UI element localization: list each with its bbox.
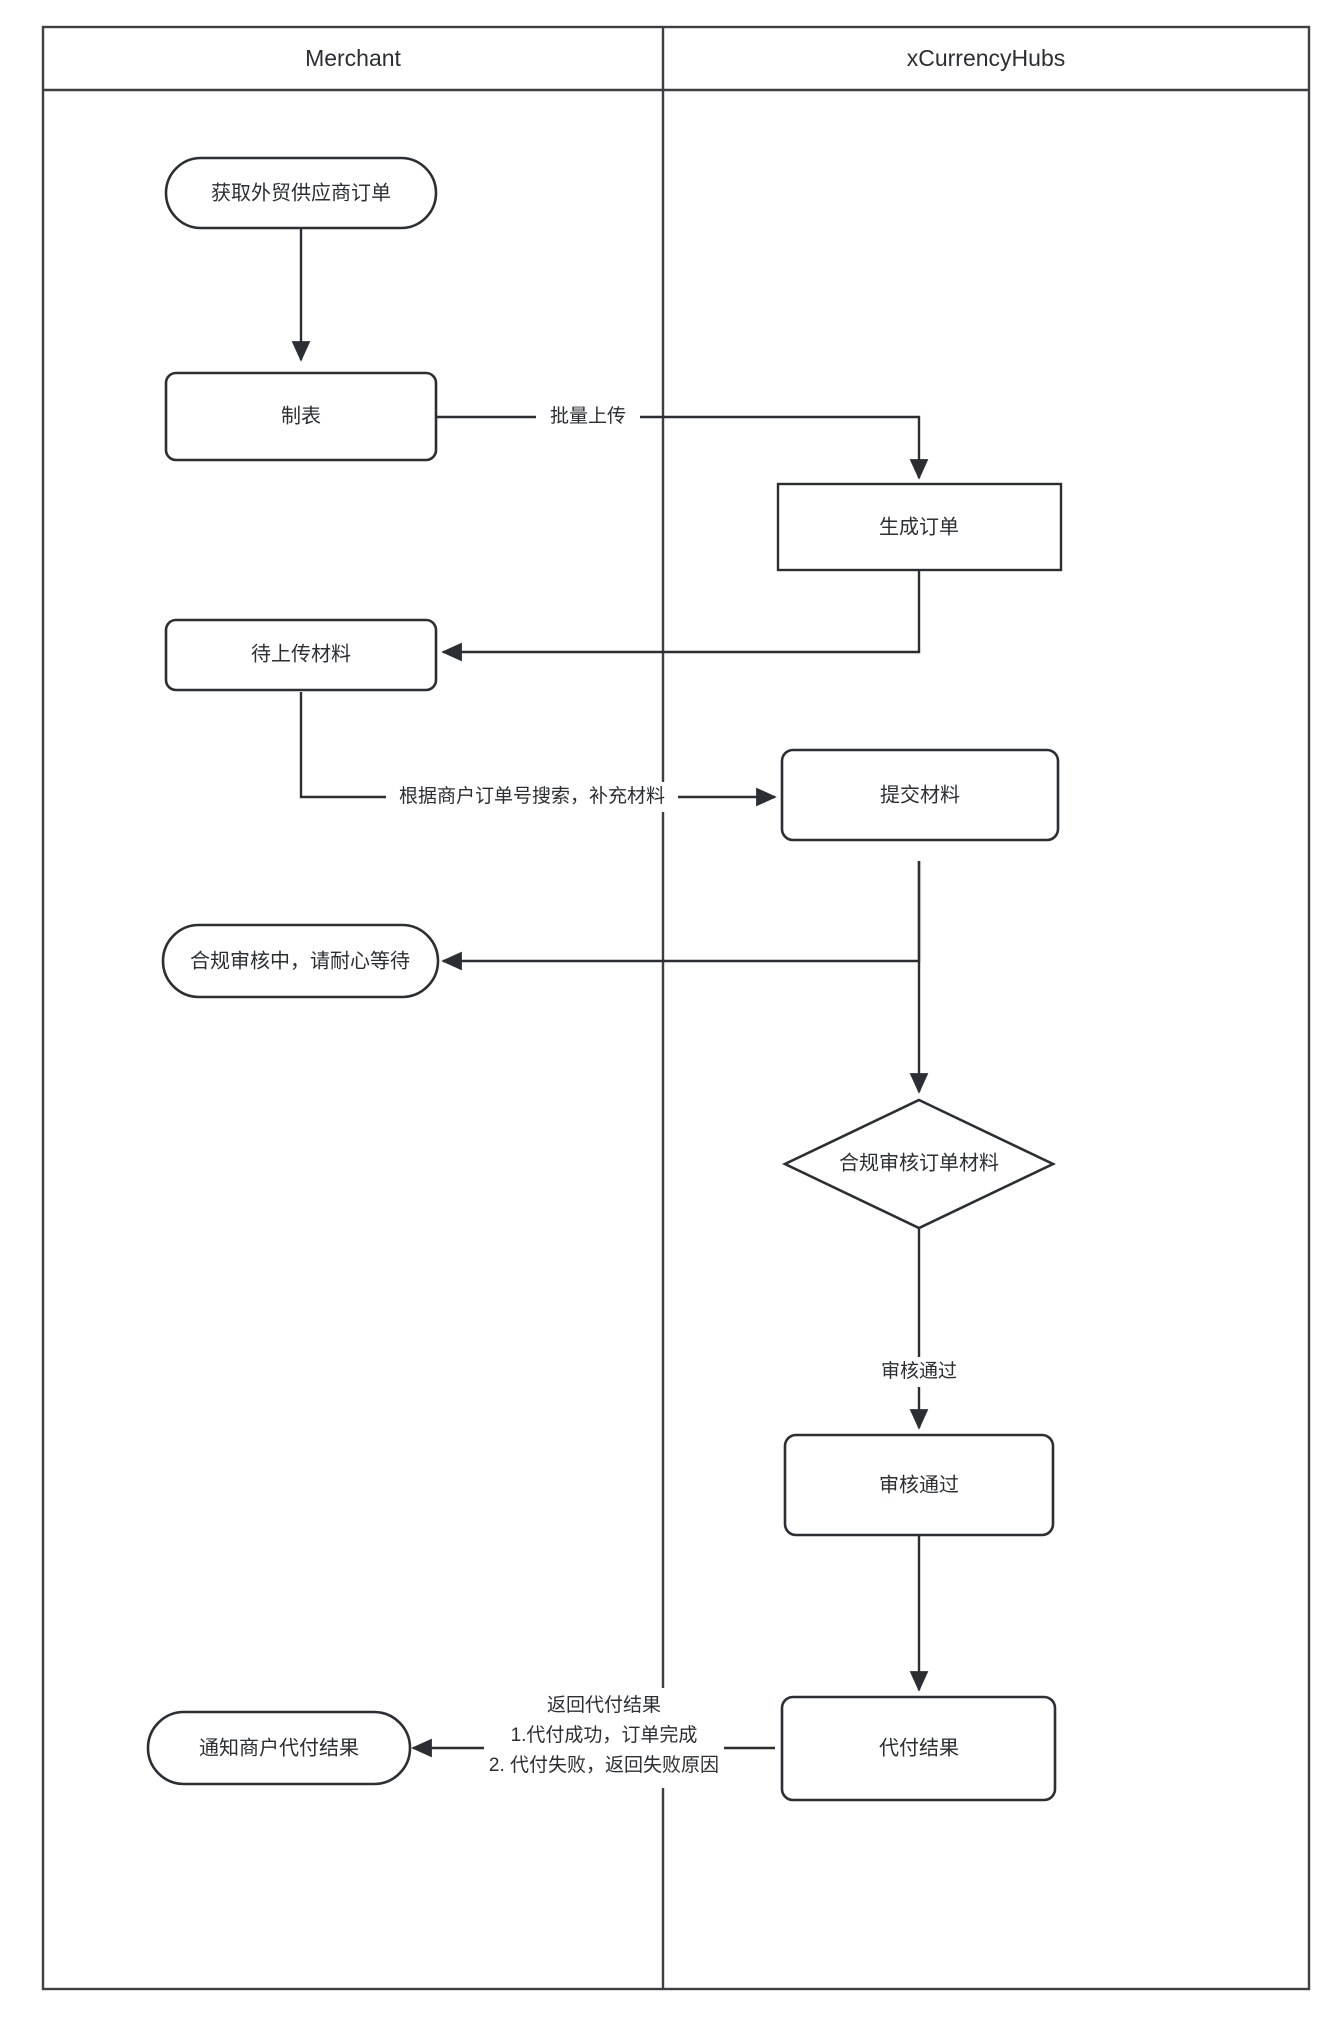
edge-label-result-line2: 1.代付成功，订单完成 <box>511 1724 698 1746</box>
node-make-table[interactable]: 制表 <box>164 371 438 462</box>
node-compliance-review-decision[interactable]: 合规审核订单材料 <box>781 1098 1057 1230</box>
node-shape-rounded <box>783 1433 1055 1537</box>
node-pending-upload-materials[interactable]: 待上传材料 <box>164 618 438 692</box>
node-compliance-review-waiting[interactable]: 合规审核中，请耐心等待 <box>161 923 440 999</box>
edge-label-result-line1: 返回代付结果 <box>547 1694 661 1716</box>
node-label-pending-upload-materials: 待上传材料 <box>251 642 351 665</box>
node-payout-result[interactable]: 代付结果 <box>780 1695 1057 1802</box>
lane-titles: Merchant xCurrencyHubs <box>305 45 1065 71</box>
node-shape-rounded <box>164 371 438 462</box>
edge-label-review-passed: 审核通过 <box>881 1360 957 1382</box>
edge-labels-group: 批量上传 根据商户订单号搜索，补充材料 审核通过 返回代付结果 1.代付成功，订… <box>386 402 972 1788</box>
edge-generate-to-pending <box>441 570 921 662</box>
node-label-compliance-review-decision: 合规审核订单材料 <box>839 1151 999 1174</box>
node-notify-merchant-result[interactable]: 通知商户代付结果 <box>146 1710 412 1786</box>
node-shape-stadium <box>161 923 440 999</box>
node-label-notify-merchant-result: 通知商户代付结果 <box>199 1736 359 1759</box>
node-shape-rounded <box>780 748 1060 842</box>
node-review-approved[interactable]: 审核通过 <box>783 1433 1055 1537</box>
diagram-outer-frame <box>41 25 1311 1991</box>
node-shape-rounded <box>780 1695 1057 1802</box>
node-generate-order[interactable]: 生成订单 <box>776 482 1063 572</box>
node-label-payout-result: 代付结果 <box>879 1736 959 1759</box>
node-label-make-table: 制表 <box>281 404 321 427</box>
node-label-review-approved: 审核通过 <box>879 1473 959 1496</box>
node-fetch-supplier-order[interactable]: 获取外贸供应商订单 <box>164 156 438 230</box>
lane-frame-group <box>41 25 1311 1991</box>
edge-label-bg-search <box>386 782 678 812</box>
node-label-fetch-supplier-order: 获取外贸供应商订单 <box>211 181 391 204</box>
node-submit-materials[interactable]: 提交材料 <box>780 748 1060 842</box>
node-label-compliance-review-waiting: 合规审核中，请耐心等待 <box>190 949 410 972</box>
node-shape-rounded <box>164 618 438 692</box>
node-shape-diamond <box>781 1098 1057 1230</box>
edge-label-bg-result <box>484 1688 724 1788</box>
edge-label-bg-upload <box>536 402 640 432</box>
edge-label-bg-pass <box>866 1357 972 1387</box>
node-shape-rect <box>776 482 1063 572</box>
node-shape-stadium <box>146 1710 412 1786</box>
lane-title-xcurrencyhubs: xCurrencyHubs <box>907 45 1066 71</box>
lane-title-merchant: Merchant <box>305 45 401 71</box>
node-shape-stadium <box>164 156 438 230</box>
node-label-submit-materials: 提交材料 <box>880 783 960 806</box>
edge-label-batch-upload: 批量上传 <box>550 405 626 427</box>
node-label-generate-order: 生成订单 <box>879 515 959 538</box>
edge-label-search-supplement: 根据商户订单号搜索，补充材料 <box>399 785 665 807</box>
edge-label-result-line3: 2. 代付失败，返回失败原因 <box>489 1754 719 1776</box>
